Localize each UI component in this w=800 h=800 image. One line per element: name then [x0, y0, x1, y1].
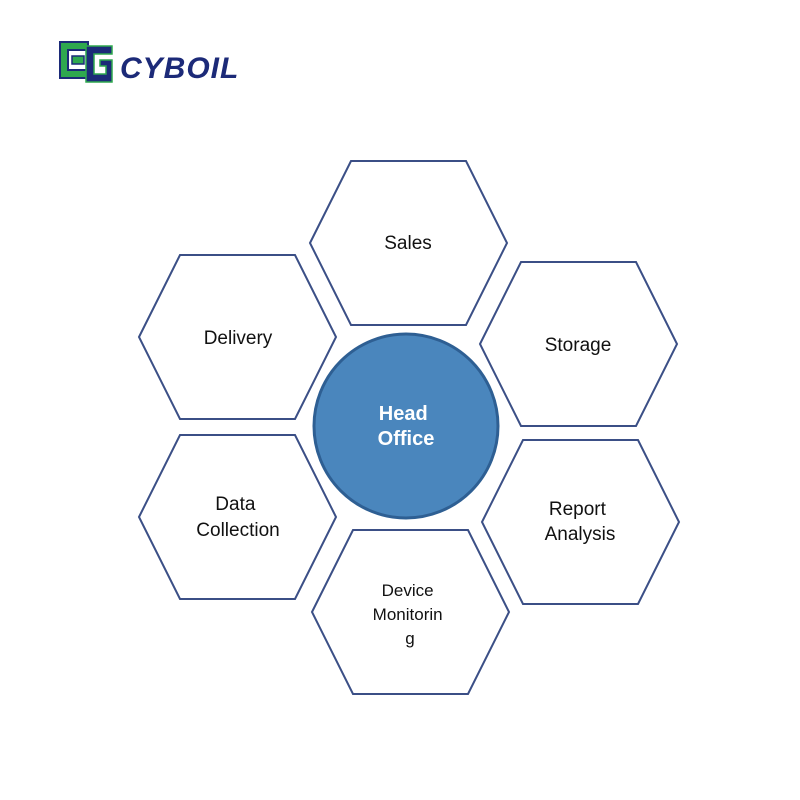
hex-label-sales: Sales [384, 233, 432, 254]
cyboil-logo-mark-icon [59, 41, 113, 83]
hex-label-report-analysis: Report Analysis [545, 499, 616, 545]
hex-node-data-collection: Data Collection [137, 434, 338, 600]
hex-shape [478, 261, 679, 427]
hex-node-sales: Sales [308, 160, 509, 326]
hex-label-storage: Storage [545, 335, 612, 356]
hex-label-device-monitoring: Device Monitorin g [373, 581, 448, 648]
hex-shape [137, 434, 338, 600]
hex-label-data-collection: Data Collection [196, 494, 279, 541]
hex-shape [308, 160, 509, 326]
hex-shape [310, 529, 511, 695]
hex-node-storage: Storage [478, 261, 679, 427]
logo-text: CYBOIL [120, 52, 239, 85]
hex-label-delivery: Delivery [204, 328, 273, 349]
hex-shape [137, 254, 338, 420]
center-label: Head Office [378, 403, 435, 450]
hex-node-report-analysis: Report Analysis [480, 439, 681, 605]
cyboil-logo: CYBOIL [59, 41, 239, 85]
center-node-head-office: Head Office [312, 332, 500, 520]
hex-node-device-monitoring: Device Monitorin g [310, 529, 511, 695]
hex-shape [480, 439, 681, 605]
hex-node-delivery: Delivery [137, 254, 338, 420]
center-circle [312, 332, 500, 520]
